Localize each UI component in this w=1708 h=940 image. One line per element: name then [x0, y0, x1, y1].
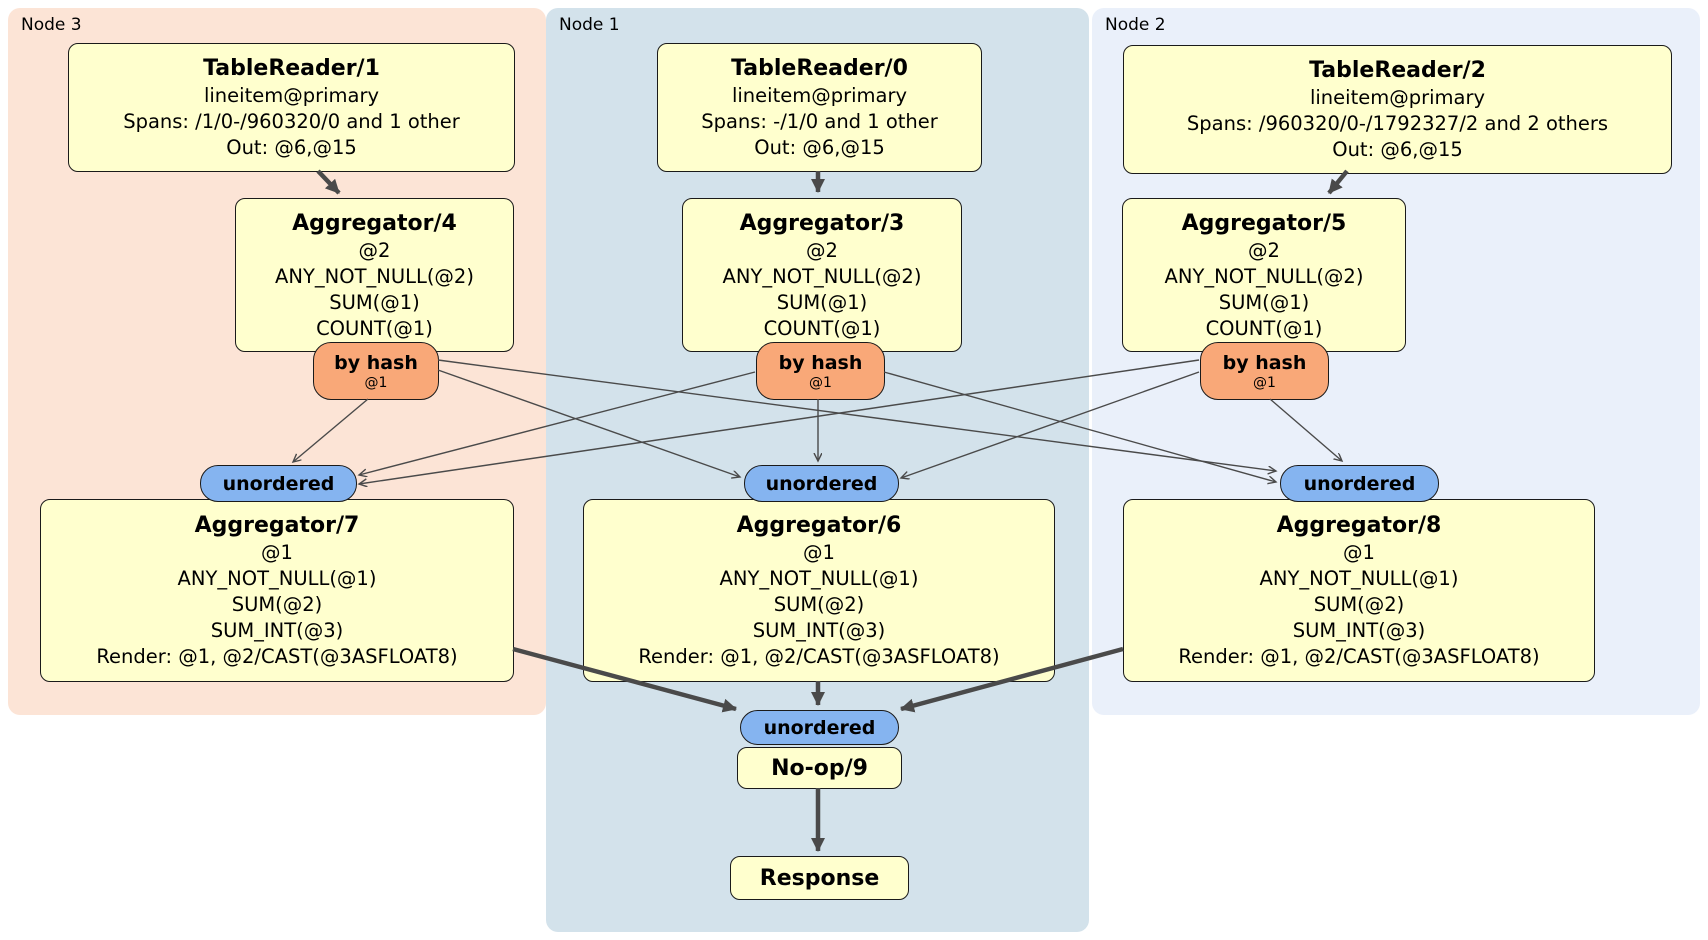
node-detail: ANY_NOT_NULL(@2): [722, 264, 922, 288]
node-detail: SUM(@1): [776, 290, 868, 314]
router-label: by hash: [1222, 351, 1307, 374]
node-detail: @1: [1343, 541, 1375, 564]
node-title: Aggregator/5: [1181, 210, 1347, 236]
node-tablereader-0: TableReader/0 lineitem@primary Spans: -/…: [657, 43, 982, 172]
node-aggregator-3: Aggregator/3 @2 ANY_NOT_NULL(@2) SUM(@1)…: [682, 198, 962, 352]
node-detail: ANY_NOT_NULL(@1): [719, 567, 919, 590]
sync-label: unordered: [763, 716, 876, 739]
node-noop-9: No-op/9: [737, 747, 902, 789]
router-by-hash-3: by hash @1: [756, 342, 885, 400]
node-title: Aggregator/8: [1276, 513, 1442, 538]
node-detail: COUNT(@1): [1205, 316, 1323, 340]
router-key: @1: [364, 374, 388, 391]
node-detail: Render: @1, @2/CAST(@3ASFLOAT8): [1178, 645, 1540, 668]
node-detail: Out: @6,@15: [1332, 138, 1463, 161]
node-detail: SUM_INT(@3): [1292, 619, 1426, 642]
node-detail: Out: @6,@15: [226, 136, 357, 159]
node-response: Response: [730, 856, 909, 900]
node-title: Aggregator/4: [292, 210, 457, 236]
region-node1-label: Node 1: [559, 15, 620, 35]
region-node2-label: Node 2: [1105, 15, 1166, 35]
router-by-hash-5: by hash @1: [1200, 342, 1329, 400]
node-aggregator-5: Aggregator/5 @2 ANY_NOT_NULL(@2) SUM(@1)…: [1122, 198, 1406, 352]
router-key: @1: [1253, 374, 1276, 391]
node-aggregator-8: Aggregator/8 @1 ANY_NOT_NULL(@1) SUM(@2)…: [1123, 499, 1595, 682]
region-node3-label: Node 3: [21, 15, 82, 35]
node-detail: lineitem@primary: [203, 84, 380, 107]
node-title: Aggregator/7: [194, 513, 360, 538]
sync-unordered-8: unordered: [1280, 465, 1439, 502]
sync-label: unordered: [222, 472, 335, 495]
router-key: @1: [809, 374, 832, 391]
node-aggregator-4: Aggregator/4 @2 ANY_NOT_NULL(@2) SUM(@1)…: [235, 198, 514, 352]
node-detail: COUNT(@1): [763, 316, 881, 340]
node-detail: Render: @1, @2/CAST(@3ASFLOAT8): [638, 645, 1000, 668]
node-title: Response: [759, 865, 880, 891]
node-tablereader-1: TableReader/1 lineitem@primary Spans: /1…: [68, 43, 515, 172]
node-detail: @1: [803, 541, 835, 564]
node-detail: ANY_NOT_NULL(@2): [275, 264, 474, 288]
node-detail: SUM(@2): [773, 593, 865, 616]
node-detail: SUM(@2): [231, 593, 323, 616]
node-detail: SUM_INT(@3): [752, 619, 886, 642]
node-detail: @2: [1248, 238, 1280, 262]
node-title: TableReader/0: [731, 56, 908, 81]
node-detail: lineitem@primary: [1309, 86, 1486, 109]
node-detail: Spans: /1/0-/960320/0 and 1 other: [123, 110, 460, 133]
node-detail: @1: [261, 541, 293, 564]
node-detail: @2: [358, 238, 391, 262]
node-aggregator-7: Aggregator/7 @1 ANY_NOT_NULL(@1) SUM(@2)…: [40, 499, 514, 682]
node-detail: SUM(@1): [329, 290, 420, 314]
router-by-hash-4: by hash @1: [313, 342, 439, 400]
node-title: Aggregator/3: [739, 210, 905, 236]
sync-unordered-9: unordered: [740, 710, 899, 745]
sync-unordered-7: unordered: [200, 465, 357, 502]
node-detail: Spans: /960320/0-/1792327/2 and 2 others: [1186, 112, 1609, 135]
node-detail: SUM_INT(@3): [210, 619, 344, 642]
node-detail: SUM(@1): [1218, 290, 1310, 314]
sync-label: unordered: [1303, 472, 1416, 495]
router-label: by hash: [334, 351, 418, 374]
node-detail: SUM(@2): [1313, 593, 1405, 616]
node-detail: lineitem@primary: [731, 84, 908, 107]
node-detail: COUNT(@1): [316, 316, 433, 340]
sync-label: unordered: [765, 472, 878, 495]
node-detail: Out: @6,@15: [754, 136, 885, 159]
sync-unordered-6: unordered: [744, 465, 899, 502]
node-detail: Render: @1, @2/CAST(@3ASFLOAT8): [96, 645, 458, 668]
node-tablereader-2: TableReader/2 lineitem@primary Spans: /9…: [1123, 45, 1672, 174]
node-title: TableReader/2: [1309, 58, 1486, 83]
node-detail: Spans: -/1/0 and 1 other: [701, 110, 938, 133]
node-title: Aggregator/6: [736, 513, 902, 538]
node-detail: ANY_NOT_NULL(@1): [1259, 567, 1459, 590]
node-detail: ANY_NOT_NULL(@2): [1164, 264, 1364, 288]
node-title: TableReader/1: [203, 56, 380, 81]
node-aggregator-6: Aggregator/6 @1 ANY_NOT_NULL(@1) SUM(@2)…: [583, 499, 1055, 682]
node-title: No-op/9: [771, 755, 868, 781]
router-label: by hash: [778, 351, 863, 374]
node-detail: @2: [806, 238, 838, 262]
node-detail: ANY_NOT_NULL(@1): [177, 567, 377, 590]
